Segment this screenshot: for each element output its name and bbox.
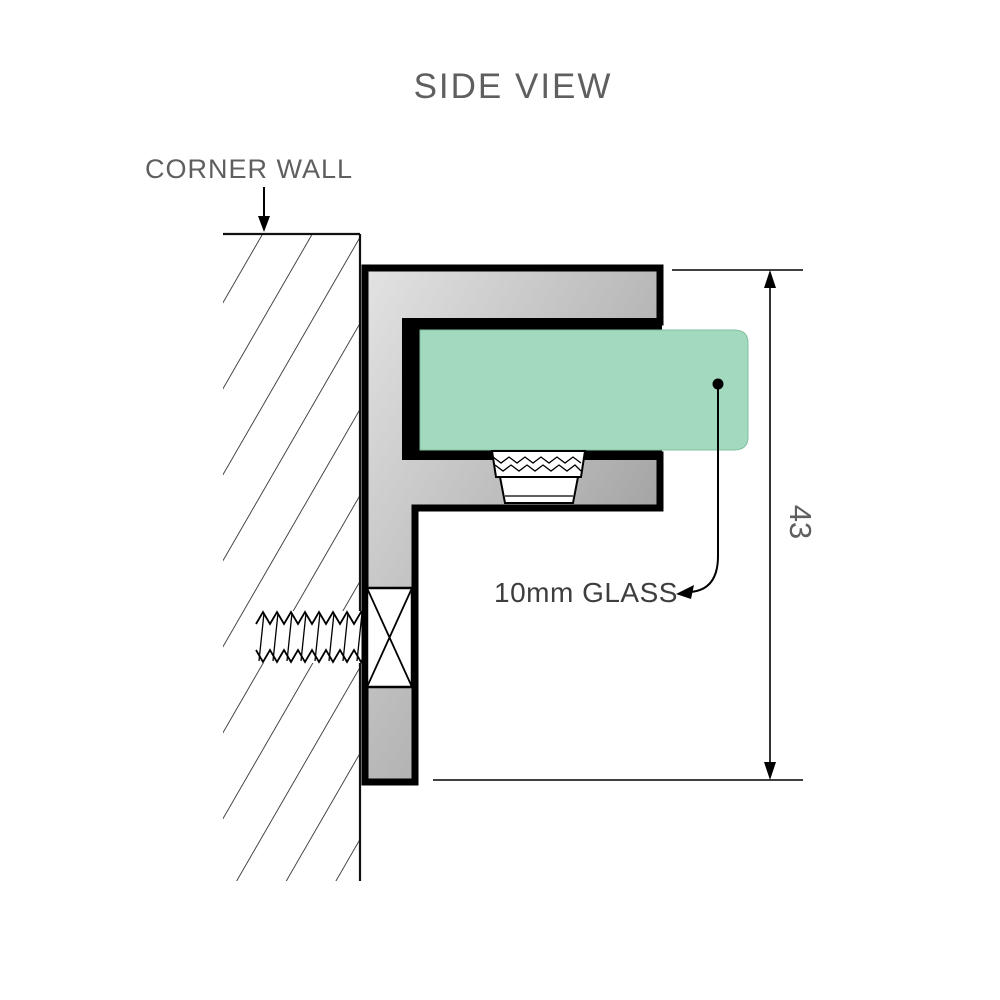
dimension-arrow-top [764,270,776,288]
wall-hatching [223,232,362,881]
diagram-title: SIDE VIEW [414,67,613,106]
corner-wall-arrow [258,187,270,232]
screw-head [365,586,414,689]
dimension-label: 43 [783,505,818,539]
corner-wall-label: CORNER WALL [145,154,353,184]
dimension-arrow-bottom [764,762,776,780]
dimension-43: 43 [433,269,818,781]
glass-label: 10mm GLASS [494,577,678,608]
glass-panel [419,329,749,451]
glass-leader-line [676,378,724,599]
gasket-screw-detail [490,450,587,504]
leader-arrowhead [676,585,694,599]
fixing-screw [255,610,369,664]
